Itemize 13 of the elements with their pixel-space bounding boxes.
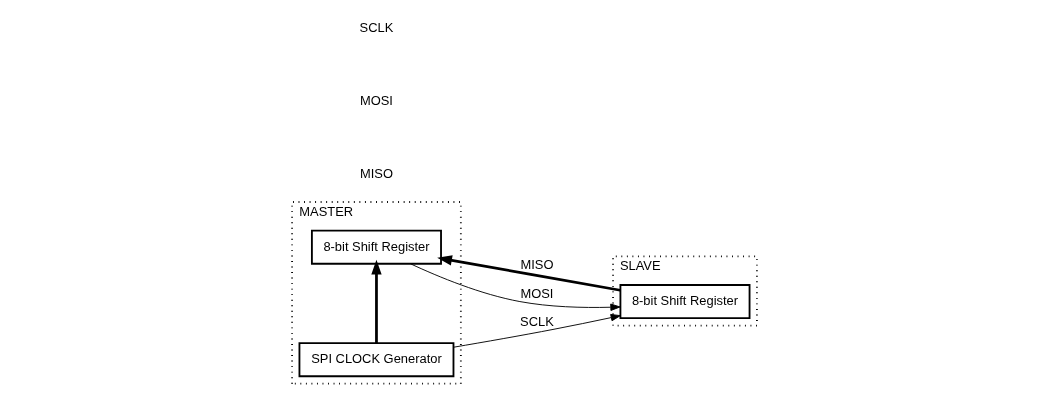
label: MISO [359, 165, 393, 181]
arrow [409, 263, 620, 311]
node-box: SPI CLOCK Generator [298, 342, 454, 378]
arrow [370, 259, 382, 343]
node-box: 8-bit Shift Register [310, 229, 442, 265]
arrow [452, 313, 621, 348]
label: MOSI [359, 92, 393, 108]
label: SCLK [359, 19, 393, 35]
node-box: 8-bit Shift Register [619, 284, 750, 320]
edge-label: SCLK [519, 313, 554, 329]
edge-label: MOSI [519, 286, 553, 302]
edge-label: MISO [519, 257, 553, 273]
arrow [436, 255, 620, 292]
